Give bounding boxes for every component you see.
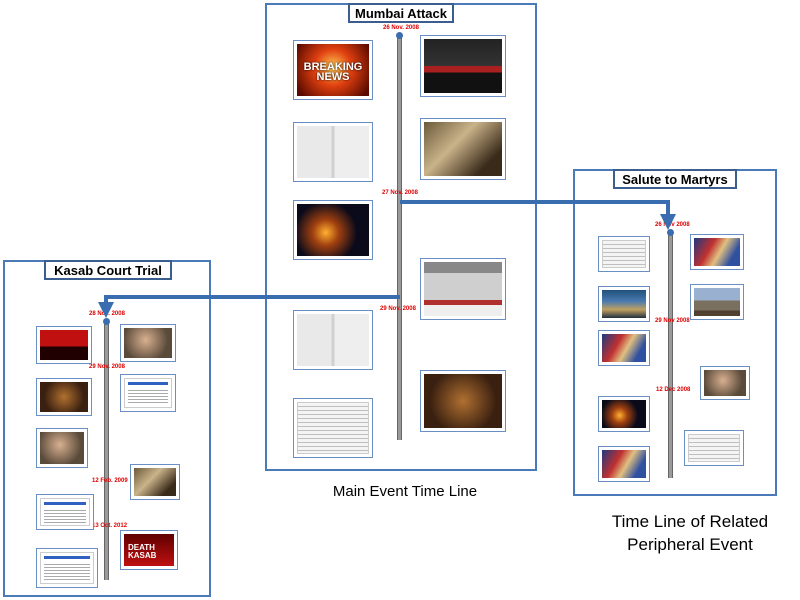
newspaper-image-3 xyxy=(297,402,369,454)
left-date-3: 12 Feb. 2009 xyxy=(92,478,128,484)
right-date-1: 26 Nov 2008 xyxy=(655,222,690,228)
newspaper-image xyxy=(297,126,369,178)
main-thumb-fire xyxy=(293,200,373,260)
right-thumb-paper-3 xyxy=(684,430,744,466)
main-thumb-paper-2 xyxy=(293,310,373,370)
web-article-image-3 xyxy=(40,552,94,584)
death-kasab-image: DEATH KASAB xyxy=(124,534,174,566)
left-timeline-start-dot xyxy=(103,318,110,325)
newspaper-image xyxy=(602,240,646,268)
right-timeline-start-dot xyxy=(667,229,674,236)
night-scene-photo xyxy=(424,374,502,428)
main-thumb-news-1 xyxy=(420,35,506,97)
left-thumb-dark xyxy=(36,378,92,416)
main-thumb-breaking-news: BREAKING NEWS xyxy=(293,40,373,100)
person-photo xyxy=(704,370,746,396)
left-thumb-web-2 xyxy=(36,494,94,530)
left-thumb-death: DEATH KASAB xyxy=(120,530,178,570)
right-thumb-monument xyxy=(690,284,744,320)
crowd-photo xyxy=(602,334,646,362)
kasab-photo xyxy=(124,328,172,358)
main-caption: Main Event Time Line xyxy=(332,483,478,500)
left-thumb-person-1 xyxy=(120,324,176,362)
main-thumb-dark xyxy=(420,370,506,432)
right-thumb-paper-2 xyxy=(598,396,650,432)
news-broadcast-image xyxy=(424,39,502,93)
peripheral-caption-line2: Peripheral Event xyxy=(627,535,753,554)
fire-news-image xyxy=(602,400,646,428)
left-thumb-crowd xyxy=(130,464,180,500)
right-thumb-people-1 xyxy=(690,234,744,270)
left-thumb-web-1 xyxy=(120,374,176,412)
peripheral-caption-line1: Time Line of Related xyxy=(611,512,769,531)
main-thumb-paper-1 xyxy=(293,122,373,182)
right-thumb-tv xyxy=(598,286,650,322)
death-kasab-text: DEATH KASAB xyxy=(128,543,157,560)
left-timeline-line xyxy=(104,322,109,580)
main-event-title: Mumbai Attack xyxy=(348,3,454,23)
collage-photo xyxy=(602,450,646,478)
breaking-news-image: BREAKING NEWS xyxy=(297,44,369,96)
hotel-fire-photo xyxy=(297,204,369,256)
officer-photo xyxy=(424,122,502,176)
building-news-image xyxy=(424,262,502,316)
person-photo xyxy=(40,432,84,464)
peripheral-event-title: Salute to Martyrs xyxy=(613,169,737,189)
monument-photo xyxy=(694,288,740,316)
left-thumb-red-1 xyxy=(36,326,92,364)
main-thumb-photo-1 xyxy=(420,118,506,180)
breaking-news-text: BREAKING NEWS xyxy=(303,61,363,84)
right-thumb-crowd xyxy=(598,330,650,366)
crowd-photo xyxy=(134,468,176,496)
kasab-trial-title: Kasab Court Trial xyxy=(44,260,172,280)
left-date-4: 13 Oct. 2012 xyxy=(92,523,128,529)
right-date-2: 29 Nov 2008 xyxy=(655,318,690,324)
right-date-3: 12 Dec 2008 xyxy=(656,387,691,393)
main-date-1: 26 Nov. 2008 xyxy=(383,25,419,31)
left-thumb-person-2 xyxy=(36,428,88,468)
right-thumb-collage xyxy=(598,446,650,482)
web-article-image xyxy=(124,378,172,408)
left-date-1: 28 Nov. 2008 xyxy=(89,311,125,317)
left-date-2: 29 Nov. 2008 xyxy=(89,364,125,370)
right-timeline-line xyxy=(668,233,673,478)
tv-broadcast-image xyxy=(602,290,646,318)
main-timeline-line xyxy=(397,36,402,440)
main-thumb-paper-3 xyxy=(293,398,373,458)
right-thumb-paper-1 xyxy=(598,236,650,272)
night-news-image xyxy=(40,382,88,412)
main-date-3: 29 Nov. 2008 xyxy=(380,306,416,312)
left-thumb-web-3 xyxy=(36,548,98,588)
main-thumb-building xyxy=(420,258,506,320)
people-photo xyxy=(694,238,740,266)
newspaper-image-2 xyxy=(297,314,369,366)
right-thumb-person xyxy=(700,366,750,400)
web-article-image-2 xyxy=(40,498,90,526)
main-timeline-start-dot xyxy=(396,32,403,39)
main-date-2: 27 Nov. 2008 xyxy=(382,190,418,196)
newspaper-image-2 xyxy=(688,434,740,462)
news-red-image xyxy=(40,330,88,360)
